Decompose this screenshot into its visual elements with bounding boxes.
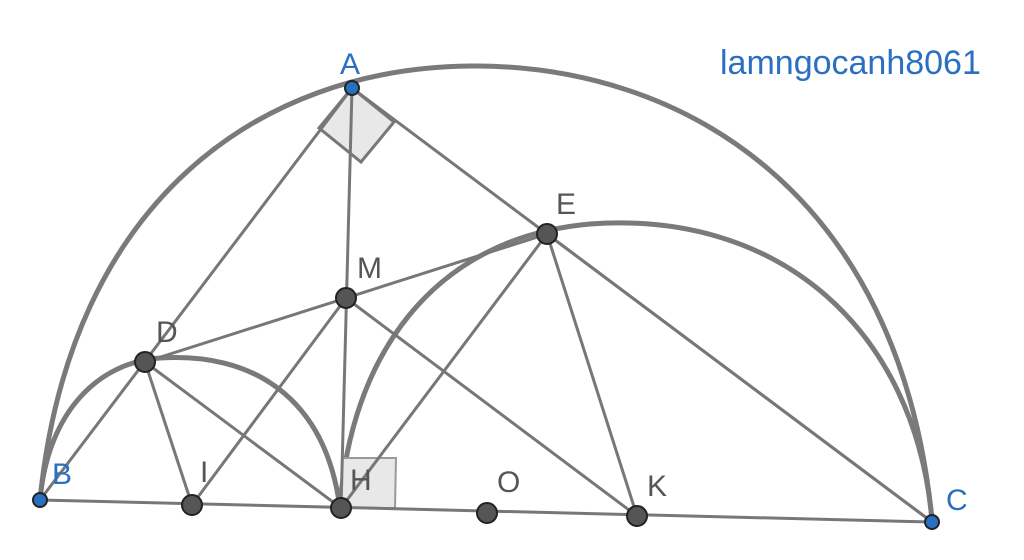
- point-i[interactable]: [181, 494, 203, 516]
- label-o: O: [497, 466, 520, 499]
- point-k[interactable]: [626, 505, 648, 527]
- segment-ec: [546, 232, 933, 524]
- label-h: H: [350, 464, 372, 497]
- arc-semicircle-bh: [37, 354, 343, 509]
- segment-mi: [190, 297, 348, 506]
- label-m: M: [357, 252, 382, 285]
- label-a: A: [340, 48, 360, 81]
- label-k: K: [647, 470, 667, 503]
- label-d: D: [156, 316, 178, 349]
- segment-di: [143, 361, 194, 506]
- label-e: E: [556, 188, 576, 221]
- point-e[interactable]: [536, 223, 558, 245]
- segment-ek: [545, 233, 639, 517]
- segment-mk: [345, 296, 638, 518]
- arc-semicircle-hc: [337, 220, 935, 521]
- point-o[interactable]: [476, 502, 498, 524]
- point-h[interactable]: [330, 497, 352, 519]
- label-c: C: [946, 484, 968, 517]
- point-m[interactable]: [335, 287, 357, 309]
- point-d[interactable]: [134, 351, 156, 373]
- label-i: I: [200, 456, 208, 489]
- right-angle-marker-a: [316, 85, 397, 165]
- segment-ab: [38, 87, 354, 501]
- point-b[interactable]: [32, 492, 48, 508]
- watermark-text: lamngocanh8061: [720, 44, 981, 82]
- point-a[interactable]: [344, 80, 360, 96]
- point-c[interactable]: [924, 514, 940, 530]
- label-b: B: [52, 458, 72, 491]
- arc-large-semicircle: [37, 63, 935, 521]
